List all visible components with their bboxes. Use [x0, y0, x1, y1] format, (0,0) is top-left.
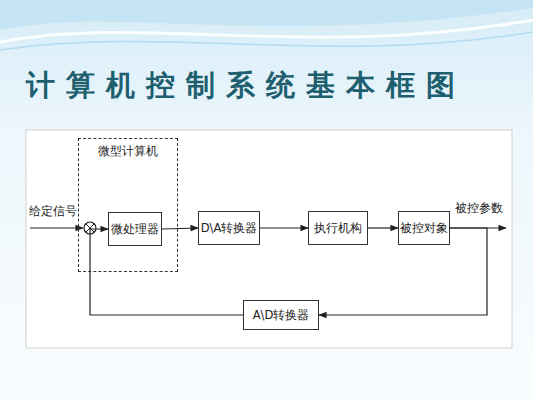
- process-box: 微处理器: [108, 212, 162, 246]
- signal-label: 给定信号: [29, 203, 77, 220]
- box-label: 执行机构: [314, 221, 362, 236]
- slide-title: 计算机控制系统基本框图: [26, 66, 516, 106]
- box-label: D\A转换器: [201, 221, 258, 236]
- signal-label: 被控参数: [455, 200, 503, 217]
- group-heading: 微型计算机: [98, 144, 158, 159]
- summing-junction-cross: [86, 224, 94, 232]
- process-box: A\D转换器: [243, 300, 319, 330]
- box-label: 被控对象: [400, 221, 448, 236]
- process-box: 执行机构: [308, 211, 368, 245]
- wave-decoration: [0, 20, 533, 42]
- signal-connector: [162, 228, 198, 229]
- box-label: 微处理器: [111, 222, 159, 237]
- diagram-panel: [26, 130, 512, 348]
- wave-decoration: [0, 32, 533, 50]
- summing-junction: [84, 222, 96, 234]
- box-label: A\D转换器: [253, 308, 310, 323]
- input-signal-line: [30, 227, 83, 228]
- process-box: D\A转换器: [198, 211, 260, 245]
- signal-connector: [368, 227, 398, 228]
- summing-junction-cross: [86, 224, 94, 232]
- computer-group-box: 微型计算机微处理器: [78, 138, 178, 272]
- process-box: 被控对象: [398, 211, 450, 245]
- output-signal-line: [450, 227, 506, 228]
- signal-connector: [260, 227, 308, 228]
- wave-decoration: [0, 0, 533, 30]
